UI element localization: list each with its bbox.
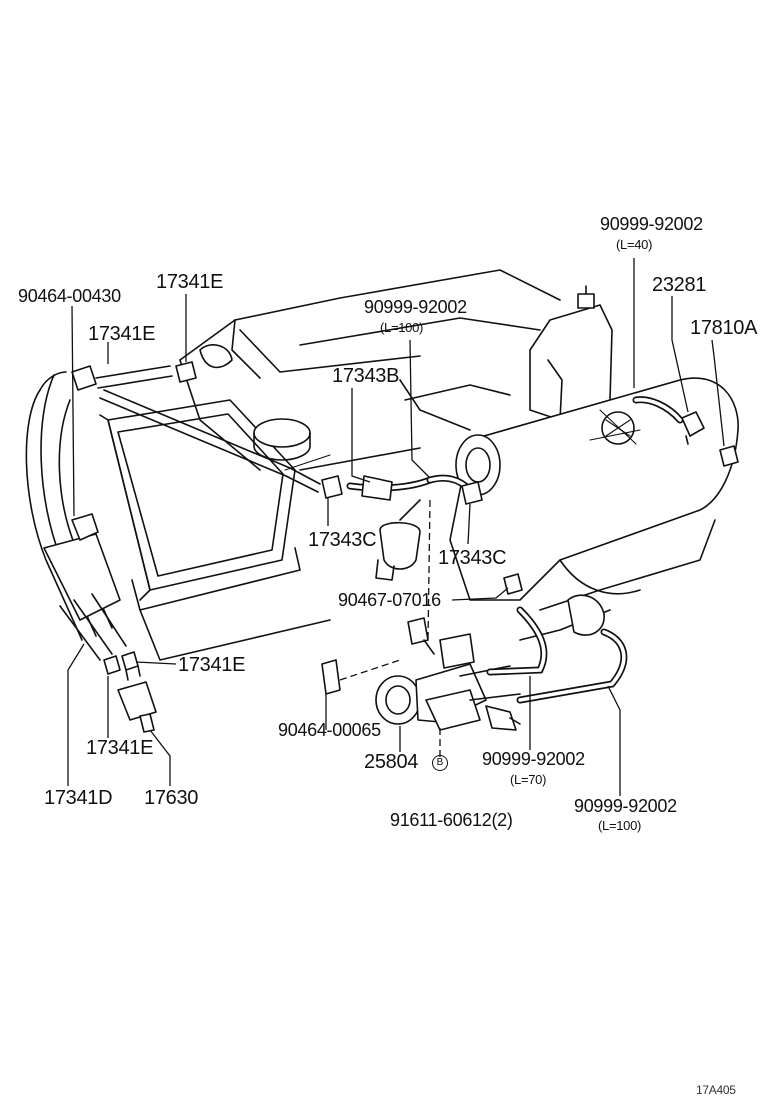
label-17343C-left: 17343C [308,529,377,551]
switch-17630 [117,681,157,721]
label-90464-00430: 90464-00430 [18,286,121,306]
leader-lines [67,258,725,796]
reservoir-tank [529,285,613,421]
clamp-top [71,365,97,391]
label-90464-00065: 90464-00065 [278,720,381,740]
label-L100-bottom: (L=100) [598,818,642,833]
label-17341E-left: 17341E [88,323,156,345]
label-17343C-right: 17343C [438,547,507,569]
vsv-assembly-group [321,617,521,760]
filler-cap [253,418,311,448]
hose-17343B [361,475,393,501]
clamp-17341E-lower-b [121,651,139,671]
vsv-23281 [681,411,705,437]
lower-right-hose-group [486,573,628,704]
intake-plenum [449,377,739,641]
connector [407,617,429,645]
label-17341E-right-2: 17341E [86,737,154,759]
label-17810A: 17810A [690,317,758,339]
left-vacuum-hose-run [25,361,321,661]
sensor-port [601,411,635,445]
label-17341E-right-1: 17341E [178,654,246,676]
clamp-90464-00430 [71,513,99,541]
label-17341D: 17341D [44,787,113,809]
label-90999-92002-top: 90999-92002 [600,214,703,234]
clamp-17341E-lower-a [103,655,121,675]
hose-sleeve [43,533,121,621]
clamp-90464-00065 [321,659,341,695]
label-17341E-top: 17341E [156,271,224,293]
bolt-b-symbol: B [432,755,448,771]
label-91611-60612: 91611-60612(2) [390,810,513,830]
label-90467-07016: 90467-07016 [338,590,441,610]
label-L100-mid: (L=100) [380,320,424,335]
label-90999-92002-bottom: 90999-92002 [574,796,677,816]
clamp-90467-07016 [503,573,523,595]
label-90999-92002-mid: 90999-92002 [364,297,467,317]
check-valve [379,521,421,570]
vsv-port [485,705,517,731]
canister [567,594,605,636]
radiator-outline [99,399,331,661]
clamp-17343C-right [461,481,483,505]
label-90999-92002-L70: 90999-92002 [482,749,585,769]
vacuum-sensor-17810A [719,445,739,467]
label-17630: 17630 [144,787,199,809]
center-hose-group [321,474,483,641]
lower-left-switch-group [103,651,157,733]
upper-right-hose-group [632,396,739,467]
label-17343B: 17343B [332,365,400,387]
label-25804: 25804 [364,751,419,773]
diagram-reference-code: 17A405 [696,1083,736,1097]
clamp-17341E-top [175,361,197,383]
label-L70: (L=70) [510,772,547,787]
label-23281: 23281 [652,274,707,296]
label-L40: (L=40) [616,237,653,252]
clamp-17343C-left [321,475,343,499]
